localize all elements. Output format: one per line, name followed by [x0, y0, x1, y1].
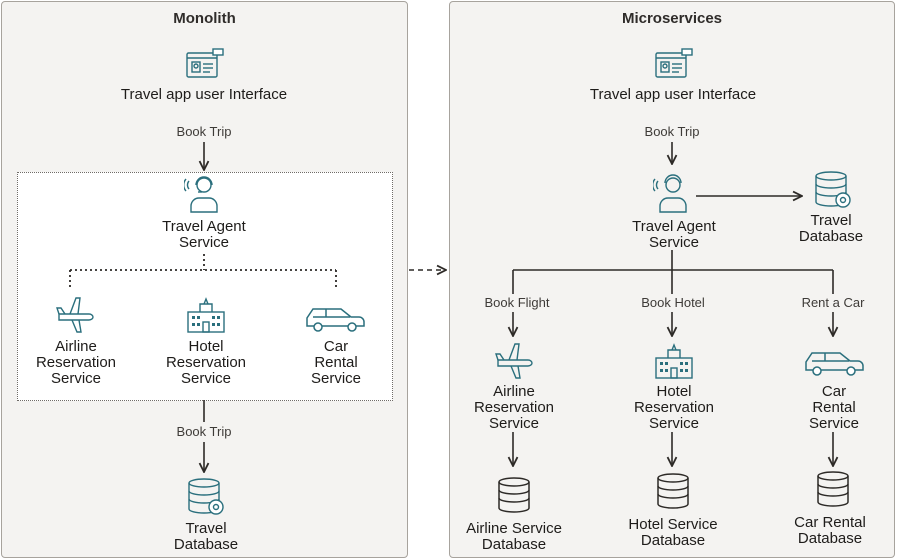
- microservices-title: Microservices: [621, 10, 723, 27]
- car-icon: [306, 308, 365, 332]
- airplane-icon: [56, 297, 94, 333]
- hotel-building-icon: [655, 343, 693, 379]
- monolith-service-boundary: [17, 172, 393, 401]
- app-window-icon: [655, 48, 693, 78]
- book-hotel-label: Book Hotel: [641, 295, 705, 310]
- database-icon: [817, 471, 849, 507]
- monolith-panel: Monolith: [1, 1, 408, 558]
- database-gear-icon: [188, 478, 224, 515]
- mono-book-trip-label: Book Trip: [176, 124, 232, 139]
- airplane-icon: [495, 343, 533, 379]
- book-flight-label: Book Flight: [484, 295, 550, 310]
- micro-book-trip-label: Book Trip: [644, 124, 700, 139]
- database-gear-icon: [815, 171, 851, 208]
- agent-headset-icon: [653, 174, 687, 213]
- mono-book-trip-bottom-label: Book Trip: [176, 424, 232, 439]
- mono-ui-label: Travel app user Interface: [120, 86, 288, 103]
- database-icon: [657, 473, 689, 509]
- micro-ui-label: Travel app user Interface: [589, 86, 757, 103]
- rent-a-car-label: Rent a Car: [801, 295, 865, 310]
- monolith-title: Monolith: [173, 10, 236, 27]
- hotel-building-icon: [187, 297, 225, 333]
- database-icon: [498, 477, 530, 513]
- agent-headset-icon: [184, 176, 218, 213]
- car-icon: [805, 352, 864, 376]
- app-window-icon: [186, 48, 224, 78]
